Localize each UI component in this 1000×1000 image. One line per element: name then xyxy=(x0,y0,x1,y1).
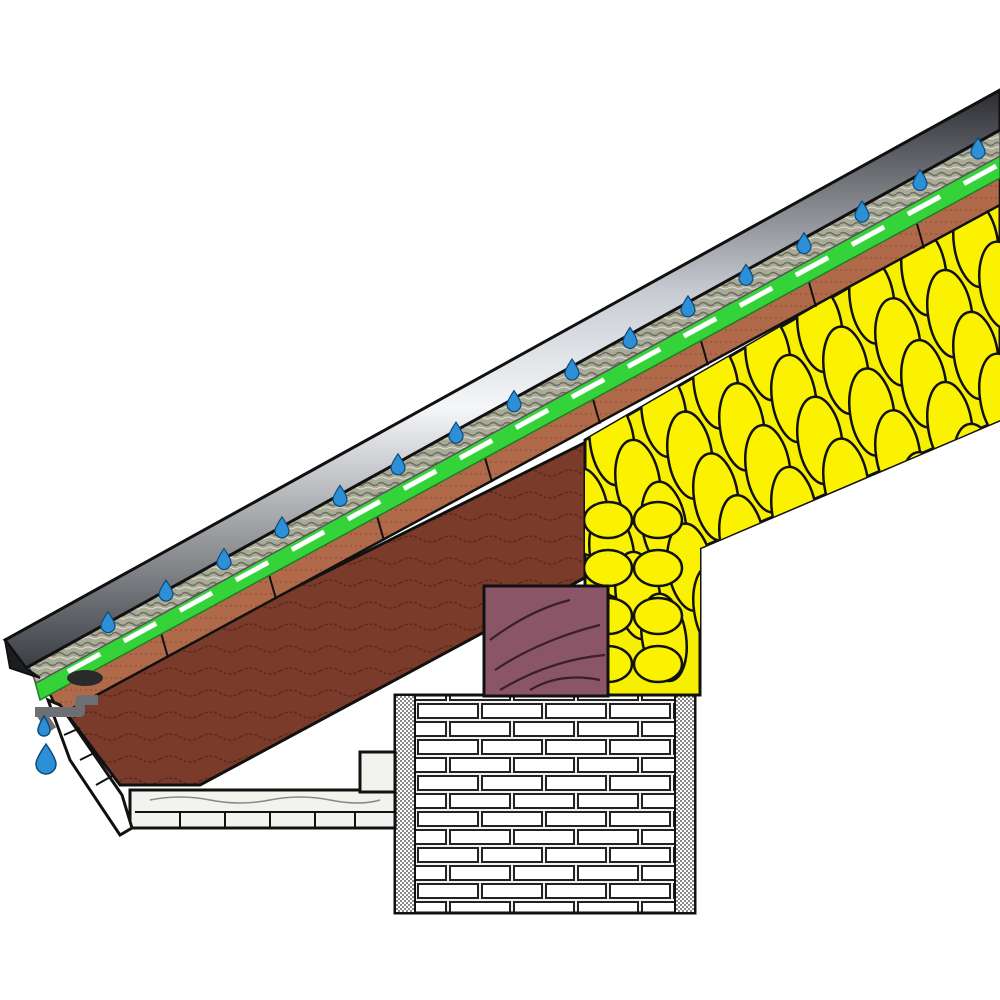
membrane-dash xyxy=(402,468,438,491)
insulation-fibre xyxy=(632,500,684,540)
insulation-fibre xyxy=(585,548,634,588)
water-drop-icon xyxy=(506,389,522,413)
batten-joint xyxy=(699,337,709,366)
water-drop-icon xyxy=(970,136,986,160)
insulation-fibre xyxy=(632,596,684,636)
membrane-dash xyxy=(906,194,942,217)
batten-joint xyxy=(483,453,493,483)
soffit xyxy=(128,750,397,830)
insulation-fibre xyxy=(585,500,634,540)
membrane-dash xyxy=(570,377,606,400)
water-drop-icon xyxy=(37,714,51,737)
water-drop-icon xyxy=(100,610,116,634)
water-drop-icon xyxy=(912,168,928,192)
insulation-fibre xyxy=(978,352,1000,443)
gutter-water-drops xyxy=(35,714,57,775)
water-drop-icon xyxy=(35,742,57,775)
water-drop-icon xyxy=(216,547,232,571)
water-drop-icon xyxy=(622,326,638,350)
membrane-dash xyxy=(850,224,886,247)
rafter xyxy=(57,437,592,787)
roof-covering xyxy=(2,88,1000,679)
membrane-dash xyxy=(122,621,158,644)
membrane-dash xyxy=(234,560,270,583)
water-drop-icon xyxy=(158,579,174,602)
insulation-fibre xyxy=(744,535,792,626)
brick-wall xyxy=(393,693,697,915)
batten-joint xyxy=(591,395,601,424)
membrane-layer xyxy=(33,151,1000,702)
membrane-dash xyxy=(962,163,998,186)
wall-plate xyxy=(482,584,610,698)
water-drops xyxy=(100,136,986,634)
fascia xyxy=(45,697,134,838)
water-drop-icon xyxy=(448,421,464,444)
membrane-dash xyxy=(290,529,326,552)
membrane-dash xyxy=(514,407,550,430)
water-drop-icon xyxy=(332,484,348,507)
insulation-fibre xyxy=(900,450,948,541)
insulation-fibre xyxy=(848,479,896,569)
water-drop-icon xyxy=(680,294,696,318)
insulation-fibre xyxy=(978,240,1000,331)
water-drop-icon xyxy=(564,358,580,381)
insulation-fibre xyxy=(632,644,684,684)
water-drop-icon xyxy=(274,515,290,539)
batten-joint xyxy=(915,220,925,249)
membrane-dash xyxy=(458,438,494,461)
membrane-dash xyxy=(178,590,214,613)
membrane-dash xyxy=(626,346,662,369)
membrane-dash xyxy=(794,255,830,278)
water-drop-icon xyxy=(390,452,406,476)
membrane-dash xyxy=(66,651,102,674)
batten-joint xyxy=(807,278,817,308)
water-drop-icon xyxy=(796,231,812,255)
insulation-fibre xyxy=(632,548,684,588)
insulation-fibre xyxy=(796,507,844,598)
water-drop-icon xyxy=(738,263,754,286)
membrane-dash xyxy=(738,285,774,308)
membrane-dash xyxy=(346,499,382,522)
membrane-dash xyxy=(682,316,718,339)
water-drop-icon xyxy=(854,200,870,223)
